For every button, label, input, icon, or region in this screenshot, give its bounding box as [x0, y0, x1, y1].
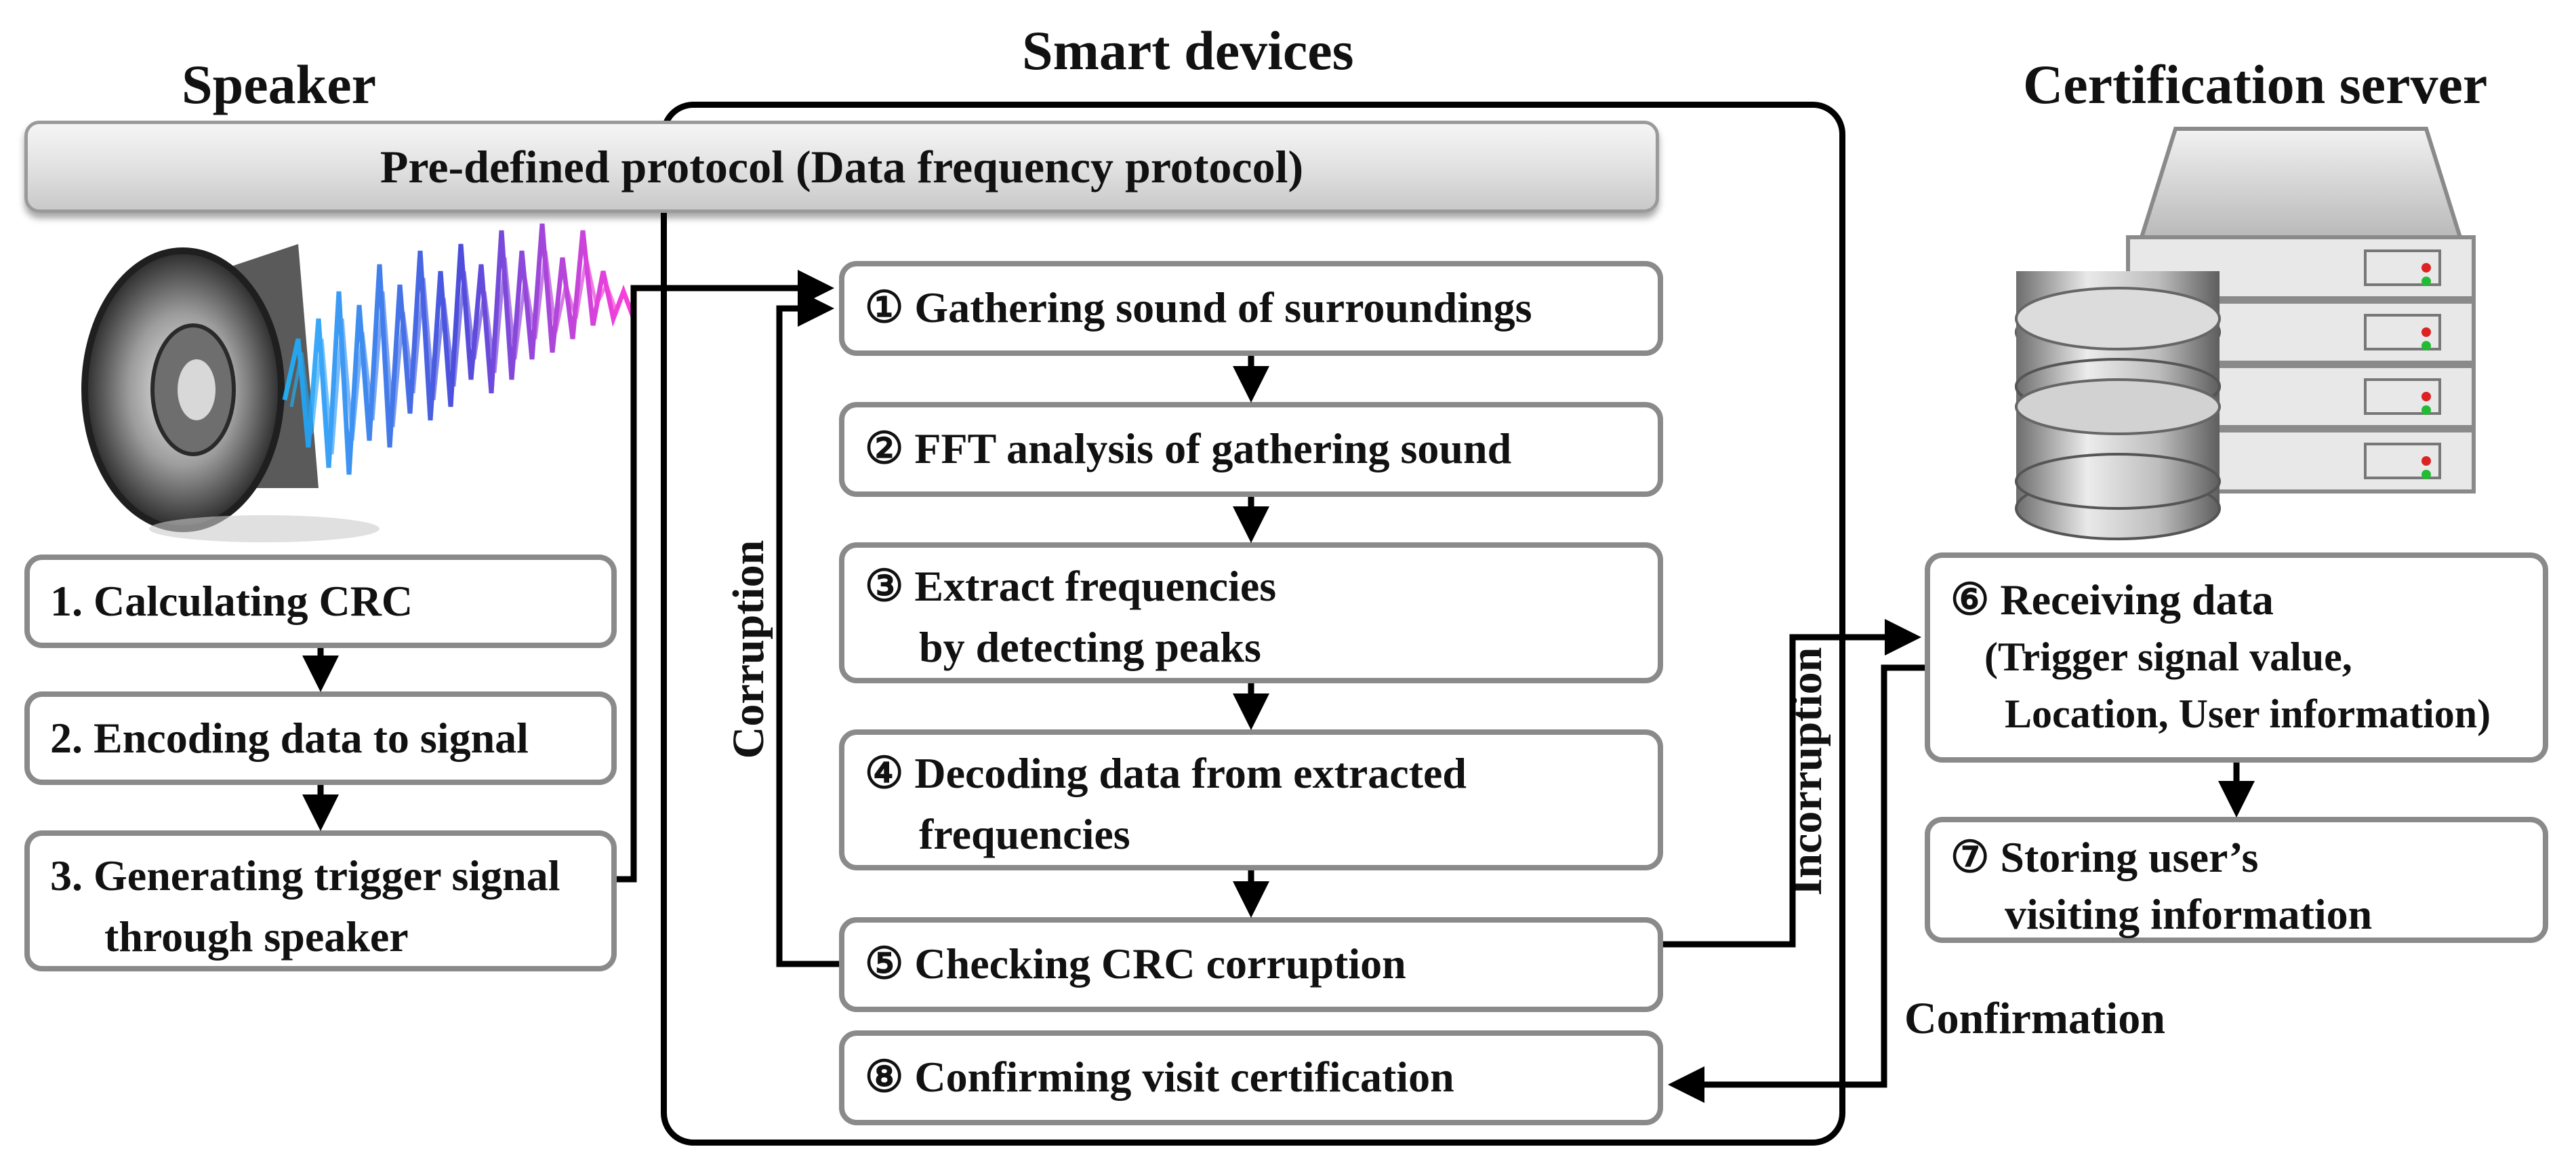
smart-devices-frame	[661, 102, 1845, 1146]
server-step-7-line-2: visiting information	[2005, 890, 2373, 938]
device-step-1: ① Gathering sound of surroundings	[839, 261, 1663, 356]
sound-wave-icon	[282, 223, 636, 475]
arrow-s3-d1	[617, 270, 834, 883]
server-step-7: ⑦ Storing user’s visiting information	[1925, 817, 2548, 943]
server-step-6-line-3: Location, User information)	[2005, 691, 2491, 736]
protocol-bar: Pre-defined protocol (Data frequency pro…	[24, 121, 1659, 213]
speaker-step-3: 3. Generating trigger signal through spe…	[24, 830, 617, 971]
speaker-icon	[81, 244, 380, 542]
device-step-8-text: ⑧ Confirming visit certification	[865, 1053, 1454, 1101]
device-step-3-line-1: ③ Extract frequencies	[865, 562, 1277, 610]
smart-devices-title: Smart devices	[1022, 20, 1354, 81]
arrow-confirmation	[1668, 664, 1925, 1103]
speaker-step-2: 2. Encoding data to signal	[24, 691, 617, 785]
device-step-2: ② FFT analysis of gathering sound	[839, 402, 1663, 497]
device-step-5: ⑤ Checking CRC corruption	[839, 917, 1663, 1012]
server-step-6-line-1: ⑥ Receiving data	[1950, 576, 2274, 624]
device-step-4-line-2: frequencies	[919, 810, 1130, 858]
server-step-7-line-1: ⑦ Storing user’s	[1950, 833, 2259, 881]
speaker-step-3-line-2: through speaker	[104, 912, 409, 961]
device-step-5-text: ⑤ Checking CRC corruption	[865, 940, 1406, 988]
arrow-corruption-loop	[776, 290, 839, 967]
arrow-incorruption	[1663, 619, 1921, 948]
device-step-2-text: ② FFT analysis of gathering sound	[865, 424, 1512, 472]
speaker-step-1-text: 1. Calculating CRC	[50, 577, 413, 625]
confirmation-label: Confirmation	[1904, 994, 2165, 1043]
server-step-6: ⑥ Receiving data (Trigger signal value, …	[1925, 552, 2548, 763]
server-step-6-line-2: (Trigger signal value,	[1984, 635, 2352, 679]
device-step-1-text: ① Gathering sound of surroundings	[865, 283, 1532, 331]
speaker-step-1: 1. Calculating CRC	[24, 555, 617, 648]
speaker-step-3-line-1: 3. Generating trigger signal	[50, 851, 560, 900]
device-step-4-line-1: ④ Decoding data from extracted	[865, 749, 1467, 797]
speaker-title: Speaker	[182, 54, 376, 115]
certification-server-title: Certification server	[2023, 54, 2488, 115]
device-step-3-line-2: by detecting peaks	[919, 623, 1261, 671]
speaker-step-2-text: 2. Encoding data to signal	[50, 714, 529, 762]
device-step-4: ④ Decoding data from extracted frequenci…	[839, 729, 1663, 870]
device-step-3: ③ Extract frequencies by detecting peaks	[839, 542, 1663, 683]
device-step-8: ⑧ Confirming visit certification	[839, 1030, 1663, 1125]
